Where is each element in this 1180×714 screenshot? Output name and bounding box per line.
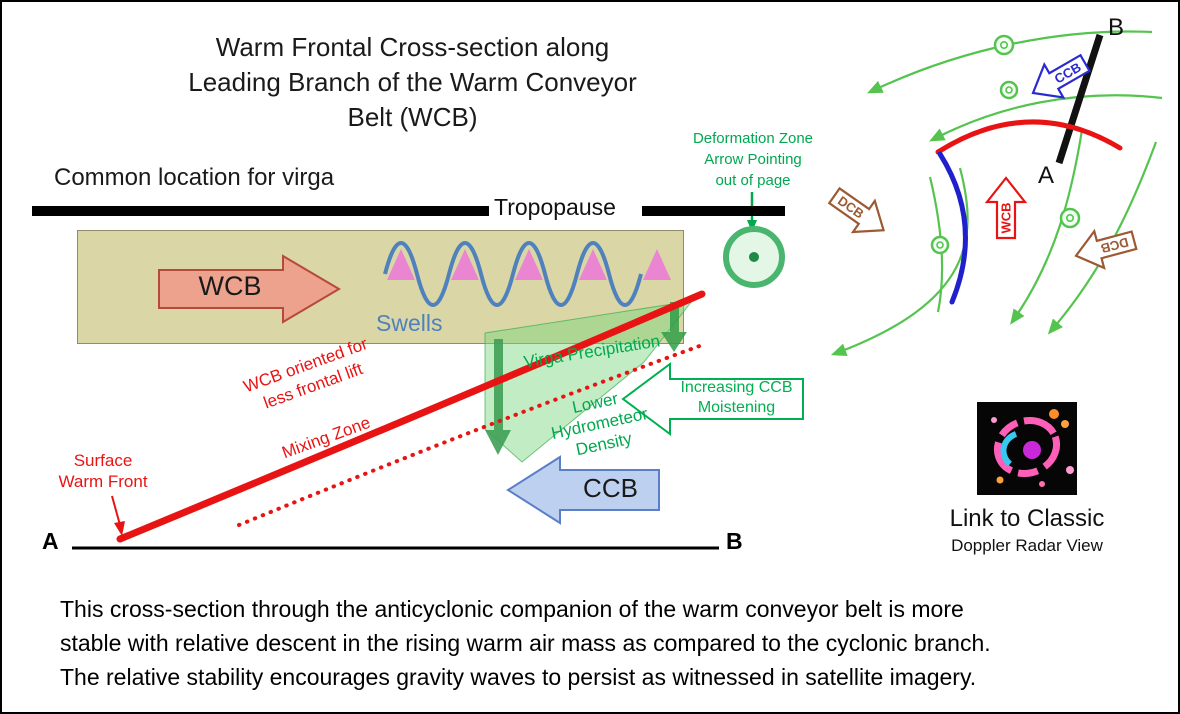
ccb-arrow-label: CCB: [583, 473, 638, 503]
mixing-zone-label: Mixing Zone: [279, 412, 373, 463]
streamline: [1010, 129, 1084, 325]
dcb-badge-right: DCB: [1074, 228, 1138, 270]
circulation-symbol: [930, 235, 950, 255]
surface-front-pointer-head: [114, 521, 125, 536]
surface-warm-front-label: Surface Warm Front: [58, 451, 148, 491]
streamline: [929, 94, 1163, 142]
axis-b-label: B: [726, 528, 743, 554]
tropopause-label: Tropopause: [494, 194, 616, 220]
dcb-badge-label: DCB: [835, 193, 867, 221]
out-of-page-circle: [723, 226, 785, 288]
tropopause-line-left: [32, 206, 489, 216]
radar-image[interactable]: [977, 402, 1077, 495]
plan-cold-front: [937, 151, 968, 305]
plan-cross-section-line: [1055, 33, 1104, 165]
increasing-ccb-label: Increasing CCB Moistening: [680, 379, 793, 416]
deformation-pointer-head: [747, 220, 757, 232]
wcb-badge: WCB: [984, 176, 1028, 240]
diagram-title: Warm Frontal Cross-section along Leading…: [188, 32, 637, 132]
tropopause-line-right: [642, 206, 785, 216]
circulation-symbol: [999, 80, 1019, 100]
streamline: [928, 176, 944, 313]
common-virga-label: Common location for virga: [54, 164, 335, 191]
dcb-badge-label: DCB: [1099, 235, 1130, 257]
ccb-badge-label: CCB: [1052, 59, 1084, 86]
plan-b-label: B: [1108, 14, 1125, 41]
radar-link-label[interactable]: Link to Classic: [949, 505, 1105, 532]
deformation-zone-label: Deformation Zone Arrow Pointing out of p…: [692, 130, 814, 189]
plan-a-label: A: [1038, 162, 1055, 189]
out-of-page-dot: [749, 252, 759, 262]
streamline: [830, 167, 969, 356]
surface-front-pointer-line: [111, 495, 121, 526]
swells-label: Swells: [376, 310, 443, 336]
radar-sublabel: Doppler Radar View: [951, 536, 1103, 555]
plan-warm-front: [935, 119, 1123, 155]
caption-paragraph: This cross-section through the anticyclo…: [60, 596, 991, 690]
wcb-arrow-label: WCB: [198, 271, 262, 301]
streamline: [1047, 141, 1158, 335]
wcb-badge-label: WCB: [999, 202, 1014, 233]
axis-a-label: A: [42, 528, 59, 554]
ccb-badge: CCB: [1031, 53, 1091, 99]
dcb-badge-left: DCB: [827, 186, 886, 234]
circulation-symbol: [1059, 207, 1081, 229]
circulation-symbol: [993, 34, 1015, 56]
lower-hydrometeor-label: Lower Hydrometeor Density: [549, 388, 650, 460]
